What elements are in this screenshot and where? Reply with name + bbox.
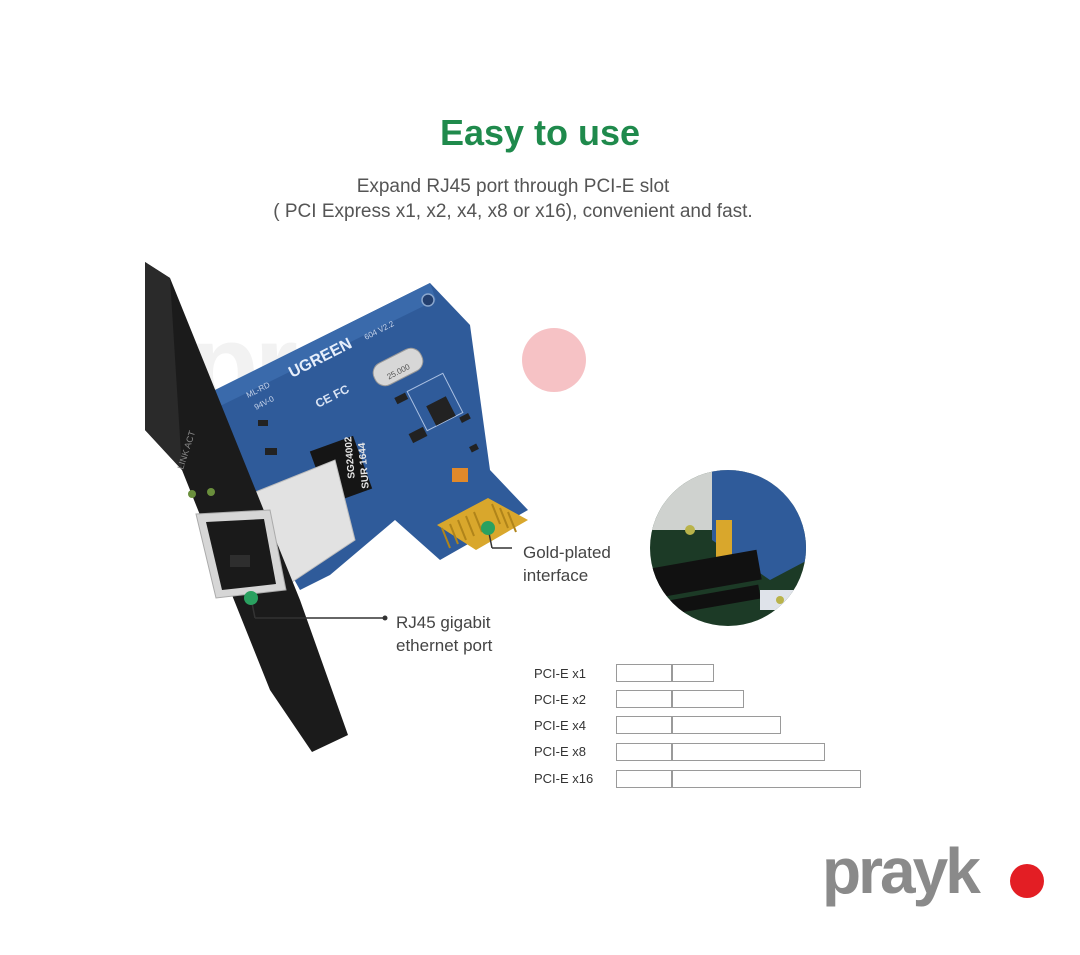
subtitle-line-2: ( PCI Express x1, x2, x4, x8 or x16), co… xyxy=(273,201,753,222)
watermark-dot xyxy=(522,328,586,392)
slot-label-x8: PCI-E x8 xyxy=(534,744,587,759)
page-title: Easy to use xyxy=(439,112,641,153)
rj45-callout-line-1: RJ45 gigabit xyxy=(396,613,491,632)
gold-callout-dot xyxy=(481,521,495,535)
slot-bar-x2 xyxy=(616,690,744,708)
rj45-callout-dot xyxy=(244,591,258,605)
subtitle-line-1: Expand RJ45 port through PCI-E slot xyxy=(356,176,670,197)
slot-label-x2: PCI-E x2 xyxy=(534,692,587,707)
logo-dot xyxy=(1010,864,1044,898)
chip-label-2: SUR 1644 xyxy=(357,442,372,489)
slot-bar-x16 xyxy=(616,770,861,788)
slot-bar-x8 xyxy=(616,743,825,761)
slot-label-x16: PCI-E x16 xyxy=(534,771,594,786)
slot-label-x1: PCI-E x1 xyxy=(534,666,587,681)
brand-logo: prayk xyxy=(822,835,981,907)
rj45-callout-line-2: ethernet port xyxy=(396,636,493,655)
slot-label-x4: PCI-E x4 xyxy=(534,718,587,733)
slot-bar-x4 xyxy=(616,716,781,734)
gold-callout-line-2: interface xyxy=(523,566,589,585)
rj45-port xyxy=(195,509,287,599)
metal-bracket xyxy=(145,262,348,752)
slot-bar-x1 xyxy=(616,664,714,682)
chip-label-1: SG24002 xyxy=(343,436,358,479)
gold-callout-line-1: Gold-plated xyxy=(523,543,611,562)
installation-photo xyxy=(650,470,806,626)
